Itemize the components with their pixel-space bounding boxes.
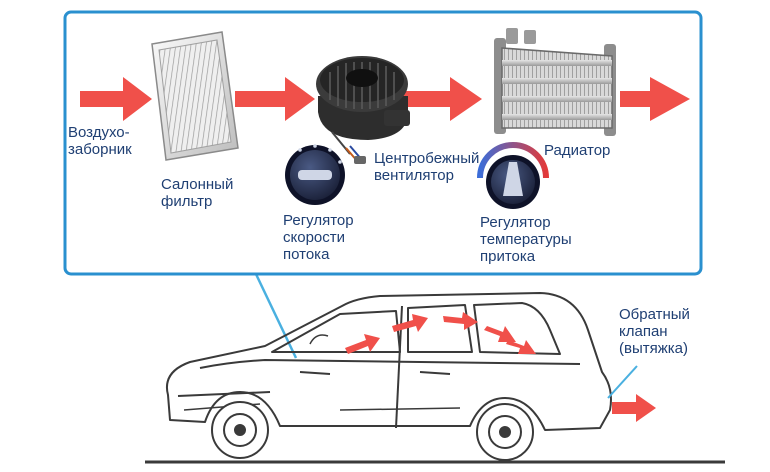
label-air-intake: Воздухо-заборник <box>68 124 132 158</box>
flow-arrow-radiator <box>620 77 690 121</box>
temperature-regulator-knob-image <box>477 142 549 209</box>
cabin-filter-image <box>151 31 239 161</box>
flow-arrow-filter <box>235 77 315 121</box>
label-radiator: Радиатор <box>544 142 611 159</box>
cabin-airflow-arrows <box>345 312 656 422</box>
car-illustration <box>145 292 725 464</box>
car-wheels <box>211 401 534 461</box>
flow-arrow-intake <box>80 77 152 121</box>
speed-regulator-knob-image <box>285 144 345 205</box>
flow-arrow-fan <box>400 77 482 121</box>
check-valve-pointer <box>607 365 638 399</box>
airflow-arrows <box>80 77 690 121</box>
radiator-image <box>494 28 616 136</box>
callout-line <box>253 271 298 359</box>
centrifugal-fan-image <box>316 56 410 164</box>
